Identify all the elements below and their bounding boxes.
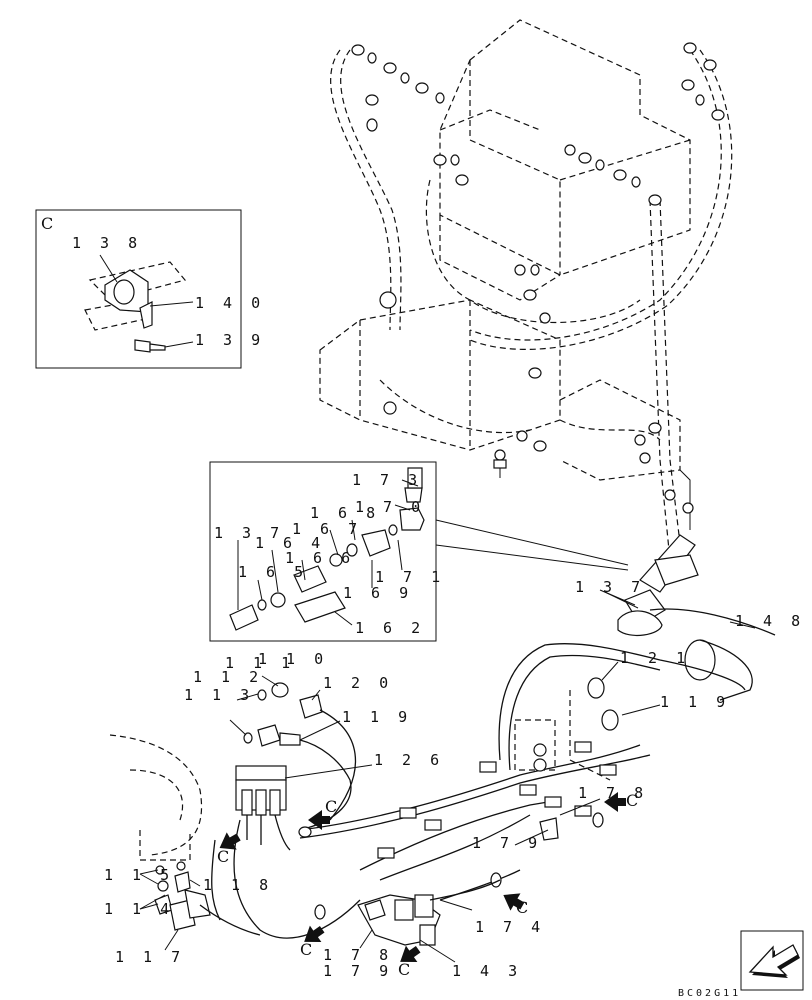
view-arrow-4: C (503, 893, 528, 917)
inset-c-label-2: 1 4 0 (195, 294, 265, 312)
label-118: 1 1 8 (203, 876, 273, 894)
view-label-4: C (516, 898, 528, 917)
inset-c-label-1: 1 3 8 (72, 234, 142, 252)
label-174: 1 7 4 (475, 918, 545, 936)
view-arrow-1: C (217, 832, 241, 866)
label-119-right: 1 1 9 (660, 693, 730, 711)
detail-label-11: 1 6 2 (355, 619, 425, 637)
view-label-6: C (398, 960, 410, 979)
detail-label-1: 1 7 3 (352, 471, 422, 489)
drawing-code: BC02G11 (678, 988, 741, 999)
label-119-left: 1 1 9 (342, 708, 412, 726)
label-117: 1 1 7 (115, 948, 185, 966)
detail-label-4: 1 3 7 (214, 524, 284, 542)
detail-label-10: 1 7 1 (375, 568, 445, 586)
label-114: 1 1 4 (104, 900, 174, 918)
label-148: 1 4 8 (735, 612, 805, 630)
label-126: 1 2 6 (374, 751, 444, 769)
detail-label-6: 1 6 4 (255, 534, 325, 552)
label-111: 1 1 1 (225, 654, 295, 672)
view-arrow-2: C (308, 797, 337, 830)
view-arrow-6: C (398, 945, 421, 979)
view-label-2: C (325, 797, 337, 816)
label-110: 1 1 0 (258, 650, 328, 668)
label-113: 1 1 3 (184, 686, 254, 704)
screw-part (134, 339, 151, 353)
label-115: 1 1 5 (104, 866, 174, 884)
view-markers: C C C C C C C (217, 791, 638, 979)
arrow-corner-icon[interactable] (740, 930, 804, 991)
detail-label-3: 1 7 0 (355, 498, 425, 516)
part-number-labels: 1 3 7 1 4 8 1 2 1 1 1 9 1 1 1 1 1 0 1 1 … (104, 578, 805, 980)
lower-hose-loop (299, 643, 746, 920)
label-120: 1 2 0 (323, 674, 393, 692)
dashed-frame-outline (319, 19, 691, 481)
inset-c-label-3: 1 3 9 (195, 331, 265, 349)
label-178-bottom: 1 7 8 (323, 946, 393, 964)
detail-label-7: 1 6 6 (285, 549, 355, 567)
label-112: 1 1 2 (193, 668, 263, 686)
upper-hoses (330, 49, 733, 561)
label-179-bottom: 1 7 9 (323, 962, 393, 980)
view-label-5: C (300, 940, 312, 959)
inset-detail-view: 1 7 3 1 6 8 1 7 0 1 3 7 1 6 7 1 6 4 1 6 … (209, 461, 629, 642)
label-137: 1 3 7 (575, 578, 645, 596)
view-label-3: C (626, 791, 638, 810)
leader-lines (139, 591, 756, 963)
right-valve-assembly (599, 469, 776, 701)
inset-c-frame (35, 209, 242, 369)
label-178-right: 1 7 8 (578, 784, 648, 802)
label-143: 1 4 3 (452, 962, 522, 980)
view-arrow-3: C (604, 791, 638, 812)
inset-c-title: C (41, 214, 53, 233)
left-lower-assembly (109, 682, 501, 946)
detail-label-9: 1 6 9 (343, 584, 413, 602)
upper-fittings (351, 42, 725, 478)
view-arrow-5: C (300, 925, 325, 959)
view-label-1: C (217, 847, 229, 866)
label-179-right: 1 7 9 (472, 834, 542, 852)
inset-view-c: C 1 3 8 1 4 0 1 3 9 (35, 209, 265, 369)
detail-label-8: 1 6 5 (238, 563, 308, 581)
inset-detail-frame (209, 461, 437, 642)
label-121: 1 2 1 (620, 649, 690, 667)
detail-label-2: 1 6 8 (310, 504, 380, 522)
detail-label-5: 1 6 7 (292, 520, 362, 538)
